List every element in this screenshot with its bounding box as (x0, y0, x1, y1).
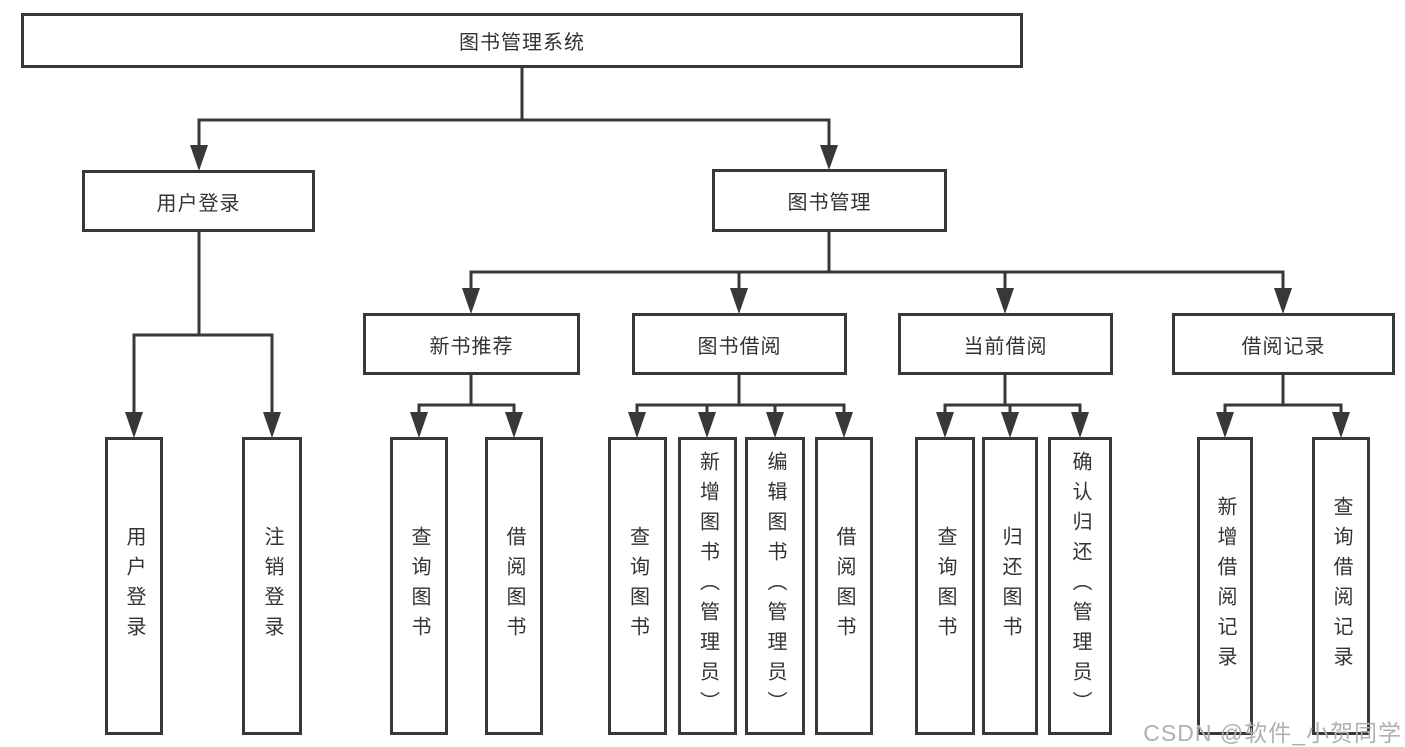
leaf-user-login-label: 用户登录 (123, 526, 145, 646)
connector-arrowheads (125, 145, 1350, 438)
arrowhead-icon (1274, 288, 1292, 314)
node-book-borrow-label: 图书借阅 (697, 335, 782, 358)
arrowhead-icon (462, 288, 480, 314)
leaf-user-login: 用户登录 (105, 437, 163, 735)
leaf-logout-label: 注销登录 (261, 526, 283, 646)
leaf-logout: 注销登录 (242, 437, 302, 735)
arrowhead-icon (263, 412, 281, 438)
leaf-add-borrow-record-label: 新增借阅记录 (1214, 496, 1236, 676)
arrowhead-icon (1332, 412, 1350, 438)
node-root: 图书管理系统 (21, 13, 1023, 68)
leaf-borrow-query-books: 查询图书 (608, 437, 667, 735)
csdn-watermark: CSDN @软件_小贺同学 (1143, 720, 1402, 746)
arrowhead-icon (505, 412, 523, 438)
node-new-book-recommend: 新书推荐 (363, 313, 580, 375)
node-borrow-records: 借阅记录 (1172, 313, 1395, 375)
arrowhead-icon (1071, 412, 1089, 438)
arrowhead-icon (125, 412, 143, 438)
leaf-edit-books-admin-label: 编辑图书（管理员） (764, 451, 786, 721)
leaf-add-books-admin: 新增图书（管理员） (678, 437, 737, 735)
arrowhead-icon (1216, 412, 1234, 438)
leaf-confirm-return-admin: 确认归还（管理员） (1048, 437, 1112, 735)
leaf-query-borrow-record: 查询借阅记录 (1312, 437, 1370, 735)
leaf-borrow-books: 借阅图书 (815, 437, 873, 735)
leaf-add-borrow-record: 新增借阅记录 (1197, 437, 1253, 735)
leaf-confirm-return-admin-label: 确认归还（管理员） (1069, 451, 1091, 721)
node-new-book-recommend-label: 新书推荐 (429, 335, 514, 358)
node-book-management-label: 图书管理 (787, 192, 872, 214)
node-user-login-label: 用户登录 (156, 192, 241, 215)
leaf-borrow-books-label: 借阅图书 (833, 526, 855, 646)
leaf-return-books-label: 归还图书 (999, 526, 1021, 646)
node-root-label: 图书管理系统 (459, 32, 585, 54)
arrowhead-icon (628, 412, 646, 438)
node-user-login: 用户登录 (82, 170, 315, 232)
leaf-recommend-query-books-label: 查询图书 (408, 526, 430, 646)
arrowhead-icon (730, 288, 748, 314)
leaf-current-query-books: 查询图书 (915, 437, 975, 735)
leaf-borrow-query-books-label: 查询图书 (626, 526, 649, 646)
node-book-management: 图书管理 (712, 169, 947, 232)
node-current-borrow: 当前借阅 (898, 313, 1113, 375)
arrowhead-icon (766, 412, 784, 438)
node-book-borrow: 图书借阅 (632, 313, 847, 375)
arrowhead-icon (820, 145, 838, 170)
arrowhead-icon (410, 412, 428, 438)
arrowhead-icon (698, 412, 716, 438)
leaf-recommend-borrow-books-label: 借阅图书 (503, 526, 525, 646)
leaf-edit-books-admin: 编辑图书（管理员） (745, 437, 805, 735)
arrowhead-icon (190, 145, 208, 171)
leaf-query-borrow-record-label: 查询借阅记录 (1330, 496, 1352, 676)
arrowhead-icon (936, 412, 954, 438)
node-borrow-records-label: 借阅记录 (1241, 335, 1326, 358)
leaf-current-query-books-label: 查询图书 (934, 526, 956, 646)
arrowhead-icon (1001, 412, 1019, 438)
leaf-add-books-admin-label: 新增图书（管理员） (696, 451, 719, 721)
leaf-recommend-query-books: 查询图书 (390, 437, 448, 735)
arrowhead-icon (835, 412, 853, 438)
arrowhead-icon (996, 288, 1014, 314)
leaf-return-books: 归还图书 (982, 437, 1038, 735)
leaf-recommend-borrow-books: 借阅图书 (485, 437, 543, 735)
node-current-borrow-label: 当前借阅 (963, 335, 1048, 358)
